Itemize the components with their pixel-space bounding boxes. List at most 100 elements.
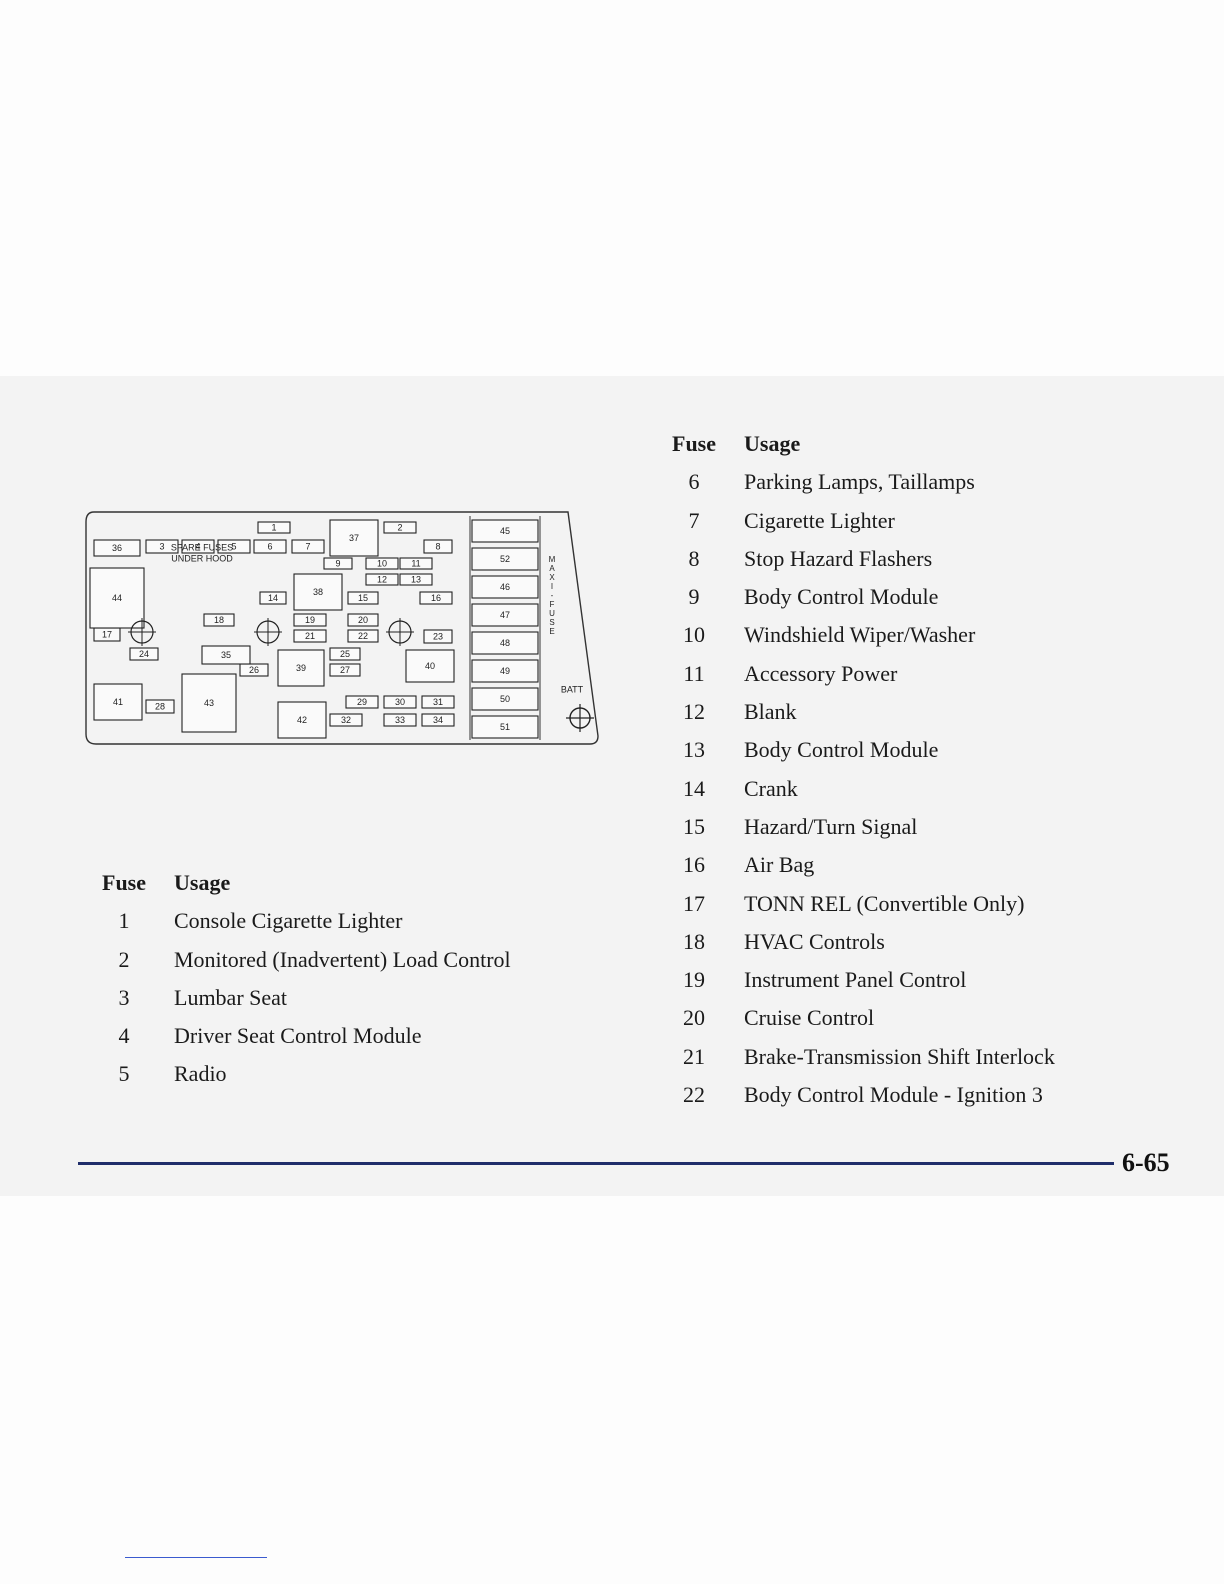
fuse-4-label: 4: [195, 541, 200, 551]
maxi-fuse-label-letter: -: [551, 591, 554, 600]
fuse-number: 9: [688, 584, 700, 610]
table-row: 8 Stop Hazard Flashers: [666, 546, 1055, 584]
fuse-usage: Air Bag: [744, 852, 815, 878]
fuse-39-box: [277, 649, 325, 687]
fuse-number: 12: [683, 699, 705, 725]
fuse-11-label: 11: [411, 558, 420, 568]
fuse-13-label: 13: [411, 574, 421, 584]
fuse-27-box: [329, 663, 361, 677]
fuse-47-box: [471, 603, 539, 627]
fuse-number: 19: [683, 967, 705, 993]
maxi-fuse-label-letter: U: [549, 609, 555, 618]
fuse-39-label: 39: [296, 663, 306, 673]
fuse-usage: Console Cigarette Lighter: [174, 908, 403, 934]
maxi-fuse-label-letter: X: [549, 573, 555, 582]
fuse-41-box: [93, 683, 143, 721]
fuse-1-box: [257, 521, 291, 534]
fuse-number: 15: [683, 813, 705, 839]
fuse-usage: Stop Hazard Flashers: [744, 545, 933, 571]
fuse-32-box: [329, 713, 363, 727]
fuse-usage: Monitored (Inadvertent) Load Control: [174, 946, 511, 972]
fuse-18-label: 18: [214, 615, 224, 625]
fuse-41-label: 41: [113, 697, 123, 707]
fuse-30-label: 30: [395, 697, 405, 707]
crosshair-icon: [386, 618, 414, 646]
fuse-16-box: [419, 591, 453, 605]
fuse-number: 14: [683, 775, 705, 801]
table-header: Fuse Usage: [666, 431, 1055, 469]
fuse-number: 16: [683, 852, 705, 878]
fuse-38-label: 38: [313, 587, 323, 597]
fuse-usage: Parking Lamps, Taillamps: [744, 469, 975, 495]
fuse-24-label: 24: [139, 649, 149, 659]
header-fuse: Fuse: [672, 431, 716, 456]
fuse-33-box: [383, 713, 417, 727]
fuse-49-box: [471, 659, 539, 683]
maxi-fuse-label-letter: I: [551, 582, 553, 591]
fuse-34-label: 34: [433, 715, 443, 725]
fuse-52-label: 52: [500, 554, 510, 564]
table-row: 2 Monitored (Inadvertent) Load Control: [96, 947, 511, 985]
fuse-42-label: 42: [297, 715, 307, 725]
fuse-30-box: [383, 695, 417, 709]
fuse-number: 13: [683, 737, 705, 763]
fuse-usage: TONN REL (Convertible Only): [744, 890, 1025, 916]
fuse-24-box: [129, 647, 159, 661]
fuse-42-box: [277, 701, 327, 739]
fuse-45-box: [471, 519, 539, 543]
fuse-number: 21: [683, 1043, 705, 1069]
fuse-usage: HVAC Controls: [744, 928, 885, 954]
fuse-usage: Body Control Module: [744, 584, 939, 610]
fuse-usage: Hazard/Turn Signal: [744, 813, 918, 839]
fuse-22-label: 22: [358, 631, 368, 641]
footer-rule: [78, 1162, 1114, 1165]
fuse-4-box: [181, 539, 215, 554]
fuse-number: 18: [683, 928, 705, 954]
fuse-3-box: [145, 539, 179, 554]
fuse-44-box: [89, 567, 145, 629]
table-header: Fuse Usage: [96, 870, 511, 908]
fuse-35-label: 35: [221, 650, 231, 660]
fuse-8-box: [423, 539, 453, 554]
fuse-19-label: 19: [305, 615, 315, 625]
spare-fuses-label-line2: UNDER HOOD: [171, 553, 233, 563]
fuse-43-box: [181, 673, 237, 733]
fuse-35-box: [201, 645, 251, 665]
footer-link-underline: [125, 1557, 267, 1558]
fuse-15-label: 15: [358, 593, 368, 603]
table-row: 13 Body Control Module: [666, 737, 1055, 775]
maxi-fuse-label-letter: A: [549, 564, 555, 573]
header-usage: Usage: [744, 431, 801, 456]
fuse-25-label: 25: [340, 649, 350, 659]
fuse-usage: Cruise Control: [744, 1005, 875, 1031]
fuse-usage: Driver Seat Control Module: [174, 1023, 422, 1049]
fuse-26-box: [239, 663, 269, 677]
fuse-50-label: 50: [500, 694, 510, 704]
fuse-7-label: 7: [305, 541, 310, 551]
fuse-36-label: 36: [112, 543, 122, 553]
fuse-43-label: 43: [204, 698, 214, 708]
fuse-usage: Accessory Power: [744, 660, 898, 686]
fuse-13-box: [399, 573, 433, 586]
fuse-6-label: 6: [267, 541, 272, 551]
fuse-number: 2: [118, 946, 130, 972]
fuse-usage: Body Control Module: [744, 737, 939, 763]
fuse-51-label: 51: [500, 722, 510, 732]
fuse-32-label: 32: [341, 715, 351, 725]
fuse-40-box: [405, 649, 455, 683]
fuse-52-box: [471, 547, 539, 571]
fuse-40-label: 40: [425, 661, 435, 671]
fuse-number: 8: [688, 545, 700, 571]
fuse-31-box: [421, 695, 455, 709]
fuse-number: 22: [683, 1082, 705, 1108]
fuse-36-box: [93, 539, 141, 557]
fuse-2-label: 2: [397, 522, 402, 532]
